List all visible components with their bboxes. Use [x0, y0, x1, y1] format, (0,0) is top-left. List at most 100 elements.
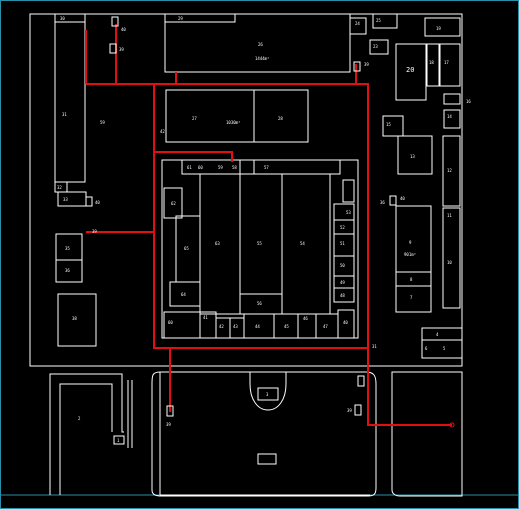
label-61: 61 [187, 165, 192, 170]
building-62 [163, 187, 183, 219]
building-53-tall [342, 179, 355, 203]
building-24 [349, 17, 367, 35]
building-4 [421, 327, 463, 359]
label-44: 44 [255, 324, 260, 329]
label-26-area: 1444m² [255, 56, 269, 61]
label-15: 15 [386, 122, 391, 127]
label-11: 11 [447, 213, 452, 218]
hydrant-icon [353, 61, 361, 72]
label-13: 13 [410, 154, 415, 159]
building-8 [395, 271, 432, 287]
label-16: 16 [466, 99, 471, 104]
label-27: 27 [192, 116, 197, 121]
label-5: 5 [443, 346, 446, 351]
label-31: 31 [62, 112, 67, 117]
label-50: 50 [340, 263, 345, 268]
label-47: 47 [323, 324, 328, 329]
label-30: 30 [60, 16, 65, 21]
building-16 [443, 93, 461, 105]
building-7 [395, 285, 432, 313]
gate-block [257, 453, 277, 465]
building-3 [257, 387, 279, 401]
hydrant-label-39a: 39 [119, 47, 124, 52]
building-48 [333, 287, 355, 303]
pipe-main-loop [86, 83, 452, 426]
building-13 [397, 135, 433, 175]
courtyard-arch [249, 372, 287, 411]
label-60b: 60 [168, 320, 173, 325]
building-18 [426, 43, 440, 87]
building-25 [372, 13, 398, 29]
building-29 [164, 13, 236, 23]
label-41: 41 [203, 315, 208, 320]
label-27-area: 1030m² [226, 120, 240, 125]
hydrant-icon [354, 404, 362, 416]
label-33: 33 [63, 197, 68, 202]
label-6: 6 [425, 346, 428, 351]
label-9: 9 [409, 240, 412, 245]
label-43: 43 [233, 324, 238, 329]
building-27 [165, 89, 255, 143]
label-64: 64 [181, 292, 186, 297]
building-15 [382, 115, 404, 137]
building-57 [239, 159, 341, 175]
label-54: 54 [300, 241, 305, 246]
building-53 [333, 203, 355, 221]
label-55: 55 [257, 241, 262, 246]
building-38 [57, 293, 97, 347]
label-12: 12 [447, 168, 452, 173]
central-block [161, 159, 359, 339]
label-42: 42 [219, 324, 224, 329]
label-51: 51 [340, 241, 345, 246]
label-38: 38 [72, 316, 77, 321]
lot-2-boundary [49, 373, 124, 495]
label-23: 23 [373, 44, 378, 49]
label-45: 45 [284, 324, 289, 329]
label-36: 36 [65, 268, 70, 273]
bottom-right-lot [391, 371, 463, 497]
hydrant-label-39c: 39 [92, 229, 97, 234]
label-28: 28 [278, 116, 283, 121]
label-9-area: 901m² [404, 252, 416, 257]
label-58: 58 [232, 165, 237, 170]
building-14 [443, 109, 461, 129]
hydrant-icon [357, 375, 365, 387]
label-46: 46 [303, 316, 308, 321]
label-20: 20 [406, 66, 414, 74]
label-4: 4 [436, 332, 439, 337]
hydrant-icon [111, 16, 119, 27]
label-52: 52 [340, 225, 345, 230]
label-29: 29 [178, 16, 183, 21]
label-56: 56 [257, 301, 262, 306]
label-32: 32 [57, 185, 62, 190]
label-25: 25 [376, 18, 381, 23]
label-26: 26 [258, 42, 263, 47]
building-19 [424, 17, 461, 37]
label-65: 65 [184, 246, 189, 251]
label-14: 14 [447, 114, 452, 119]
pipe-inner-loop [153, 84, 368, 349]
building-55 [239, 173, 283, 295]
building-60b [163, 311, 201, 339]
building-35 [55, 233, 83, 283]
building-17 [439, 43, 461, 87]
site-boundary [29, 13, 463, 367]
lot-2-inner [59, 383, 113, 495]
bottom-courtyard [151, 371, 377, 497]
building-23 [369, 39, 389, 55]
hydrant-label-40c: 40 [400, 196, 405, 201]
building-28 [253, 89, 309, 143]
label-3: 3 [266, 392, 269, 397]
hydrant-icon [389, 195, 397, 206]
label-7: 7 [410, 295, 413, 300]
label-49: 49 [340, 280, 345, 285]
label-48: 48 [340, 293, 345, 298]
label-19: 19 [436, 26, 441, 31]
label-2: 2 [78, 416, 81, 421]
building-10 [442, 207, 461, 309]
label-17: 17 [444, 60, 449, 65]
building-54 [281, 173, 331, 315]
building-9 [395, 205, 432, 273]
hydrant-label-40a: 40 [121, 27, 126, 32]
